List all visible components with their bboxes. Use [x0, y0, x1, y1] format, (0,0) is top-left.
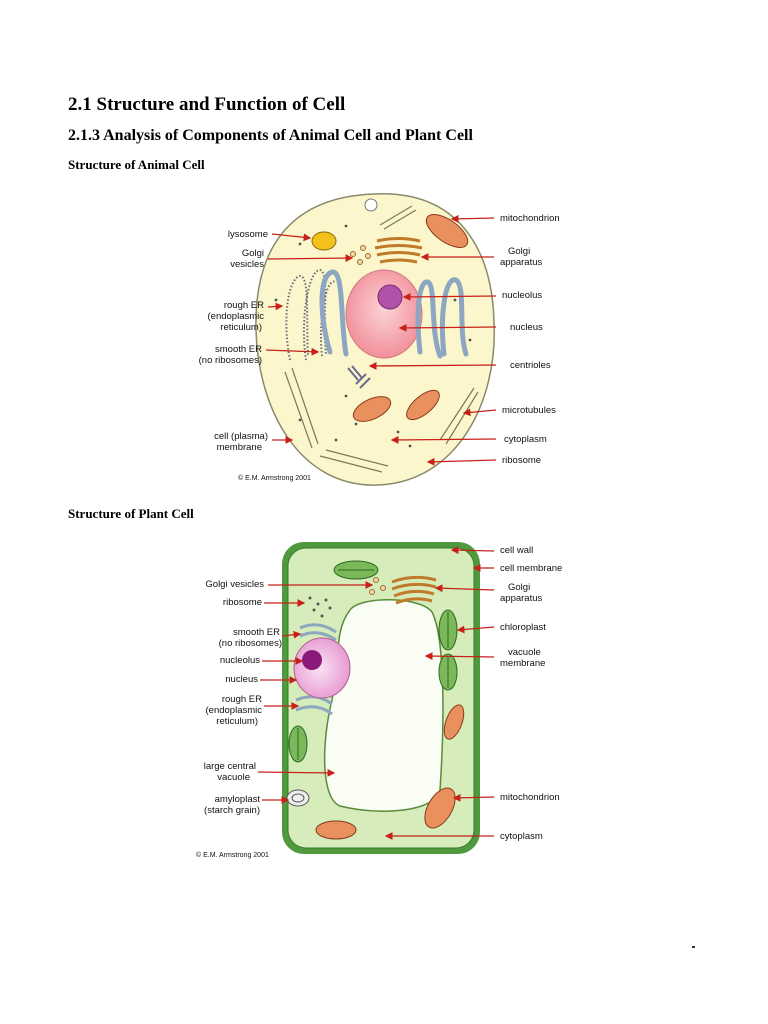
plant-right-arrows — [384, 546, 495, 840]
plant-cell-diagram: Golgi vesicles ribosome smooth ER (no ri… — [196, 542, 562, 859]
label-plant-smooth-er-2: (no ribosomes) — [219, 638, 282, 649]
golgi-vesicles-shape — [350, 245, 371, 265]
page-mark — [692, 946, 695, 948]
label-plant-amyloplast-2: (starch grain) — [204, 805, 260, 816]
label-plant-nucleus: nucleus — [225, 674, 258, 685]
centrioles-shape — [347, 365, 371, 389]
label-ribosome: ribosome — [502, 455, 541, 466]
animal-nucleolus-shape — [377, 284, 403, 310]
label-plant-cell-membrane: cell membrane — [500, 563, 562, 574]
plant-left-arrows — [257, 581, 374, 804]
label-lysosome: lysosome — [228, 229, 268, 240]
amyloplast-shape — [286, 789, 310, 807]
golgi-apparatus-shape — [374, 237, 423, 264]
label-plant-chloroplast: chloroplast — [500, 622, 546, 633]
label-plant-cytoplasm: cytoplasm — [500, 831, 543, 842]
label-plant-mitochondrion: mitochondrion — [500, 792, 560, 803]
label-smooth-er: smooth ER — [215, 344, 262, 355]
label-plant-ribosome: ribosome — [223, 597, 262, 608]
label-plant-vacuole-membrane: vacuole — [508, 647, 541, 658]
label-plant-rough-er: rough ER — [222, 694, 262, 705]
label-golgi-apparatus: Golgi — [508, 246, 530, 257]
animal-right-arrows — [368, 214, 497, 466]
section-subtitle: 2.1.3 Analysis of Components of Animal C… — [68, 127, 473, 144]
animal-mitochondria — [352, 214, 469, 422]
header-note — [490, 50, 650, 58]
label-plant-rough-er-3: reticulum) — [216, 716, 258, 727]
label-plant-golgi-apparatus: Golgi — [508, 582, 530, 593]
plant-vacuole — [323, 599, 444, 812]
label-plant-cell-wall: cell wall — [500, 545, 533, 556]
label-golgi-vesicles-2: vesicles — [230, 259, 264, 270]
label-smooth-er-2: (no ribosomes) — [199, 355, 262, 366]
plant-ribosome-dots — [308, 596, 332, 618]
label-rough-er-3: reticulum) — [220, 322, 262, 333]
label-plant-nucleolus: nucleolus — [220, 655, 260, 666]
label-centrioles: centrioles — [510, 360, 551, 371]
smooth-er-shape — [319, 269, 469, 359]
label-plant-smooth-er: smooth ER — [233, 627, 280, 638]
plant-nucleus-shape — [293, 637, 351, 699]
animal-left-arrows — [265, 233, 354, 444]
label-rough-er-2: (endoplasmic — [208, 311, 265, 322]
label-cell-membrane-2: membrane — [217, 442, 262, 453]
label-nucleolus: nucleolus — [502, 290, 542, 301]
label-plant-rough-er-2: (endoplasmic — [206, 705, 263, 716]
section-title: 2.1 Structure and Function of Cell — [68, 94, 346, 115]
label-cell-membrane: cell (plasma) — [214, 431, 268, 442]
label-cytoplasm: cytoplasm — [504, 434, 547, 445]
label-microtubules: microtubules — [502, 405, 556, 416]
microtubules-shape — [284, 205, 479, 473]
label-golgi-vesicles: Golgi — [242, 248, 264, 259]
label-plant-vacuole-membrane-2: membrane — [500, 658, 545, 669]
plant-nucleolus-shape — [302, 650, 322, 670]
animal-cell-heading: Structure of Animal Cell — [68, 157, 205, 172]
label-plant-vacuole: large central — [204, 761, 256, 772]
label-nucleus: nucleus — [510, 322, 543, 333]
label-rough-er: rough ER — [224, 300, 264, 311]
label-mitochondrion: mitochondrion — [500, 213, 560, 224]
plant-cell-heading: Structure of Plant Cell — [68, 506, 194, 521]
label-golgi-apparatus-2: apparatus — [500, 257, 543, 268]
label-plant-golgi-vesicles: Golgi vesicles — [205, 579, 264, 590]
label-plant-amyloplast: amyloplast — [215, 794, 261, 805]
lysosome-organelle — [311, 231, 337, 251]
plant-golgi-shape — [391, 575, 437, 605]
label-plant-vacuole-2: vacuole — [217, 772, 250, 783]
animal-nucleus-shape — [345, 269, 423, 359]
animal-cell-diagram: lysosome Golgi vesicles rough ER (endopl… — [199, 193, 560, 486]
plant-mitochondria — [315, 704, 465, 840]
animal-copyright: © E.M. Armstrong 2001 — [238, 474, 311, 482]
plant-copyright: © E.M. Armstrong 2001 — [196, 851, 269, 859]
label-plant-golgi-apparatus-2: apparatus — [500, 593, 543, 604]
plant-golgi-vesicles-shape — [369, 577, 386, 595]
